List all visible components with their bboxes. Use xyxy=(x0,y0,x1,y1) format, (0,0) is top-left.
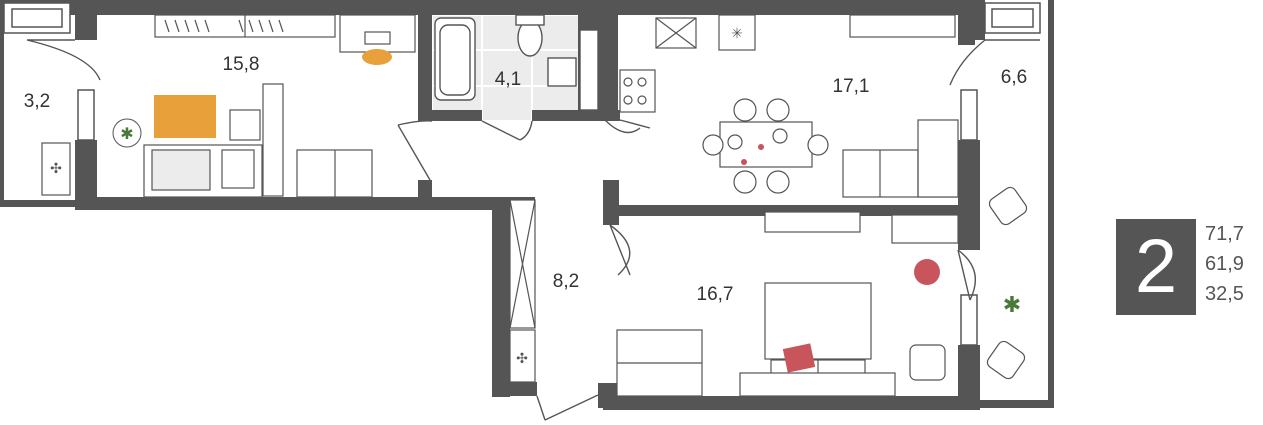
room-area-bedroom: 16,7 xyxy=(697,284,734,305)
dining-chairs xyxy=(702,98,829,194)
balcony-right-furniture xyxy=(986,186,1028,380)
windows xyxy=(3,2,1041,346)
ottoman xyxy=(914,259,940,285)
bedroom-furniture xyxy=(616,211,959,397)
room-area-hall: 8,2 xyxy=(553,271,579,292)
hall-furniture xyxy=(509,199,536,383)
plant-right-icon: ✱ xyxy=(1003,292,1021,317)
kitchen-area: 32,5 xyxy=(1205,283,1244,305)
room-area-bathroom: 4,1 xyxy=(495,69,521,90)
dining-item-2 xyxy=(741,159,747,165)
area-list: 71,7 61,9 32,5 xyxy=(1205,219,1263,315)
room-count-badge: 2 xyxy=(1116,219,1196,315)
room-area-living: 15,8 xyxy=(223,54,260,75)
living-area: 61,9 xyxy=(1205,253,1244,275)
kitchen-furniture xyxy=(619,14,959,198)
plant-left-icon: ✱ xyxy=(120,126,133,143)
ac-icon-hall: ✣ xyxy=(516,350,528,366)
fan-icon: ✳ xyxy=(731,25,743,41)
room-area-balcony-right: 6,6 xyxy=(1001,67,1027,88)
stool xyxy=(362,49,392,65)
living-furniture xyxy=(41,14,416,198)
ac-icon-left: ✣ xyxy=(50,160,62,176)
pillow xyxy=(782,343,816,373)
apartment-summary: 2 71,7 61,9 32,5 xyxy=(1116,219,1263,315)
walls xyxy=(0,0,1054,410)
plant-left xyxy=(112,118,142,148)
room-area-balcony-left: 3,2 xyxy=(24,91,50,112)
rug xyxy=(154,95,216,138)
room-area-kitchen: 17,1 xyxy=(833,76,870,97)
dining-item-1 xyxy=(758,144,764,150)
bathroom-fixtures xyxy=(434,14,599,111)
doors xyxy=(26,39,1040,421)
total-area: 71,7 xyxy=(1205,223,1244,245)
